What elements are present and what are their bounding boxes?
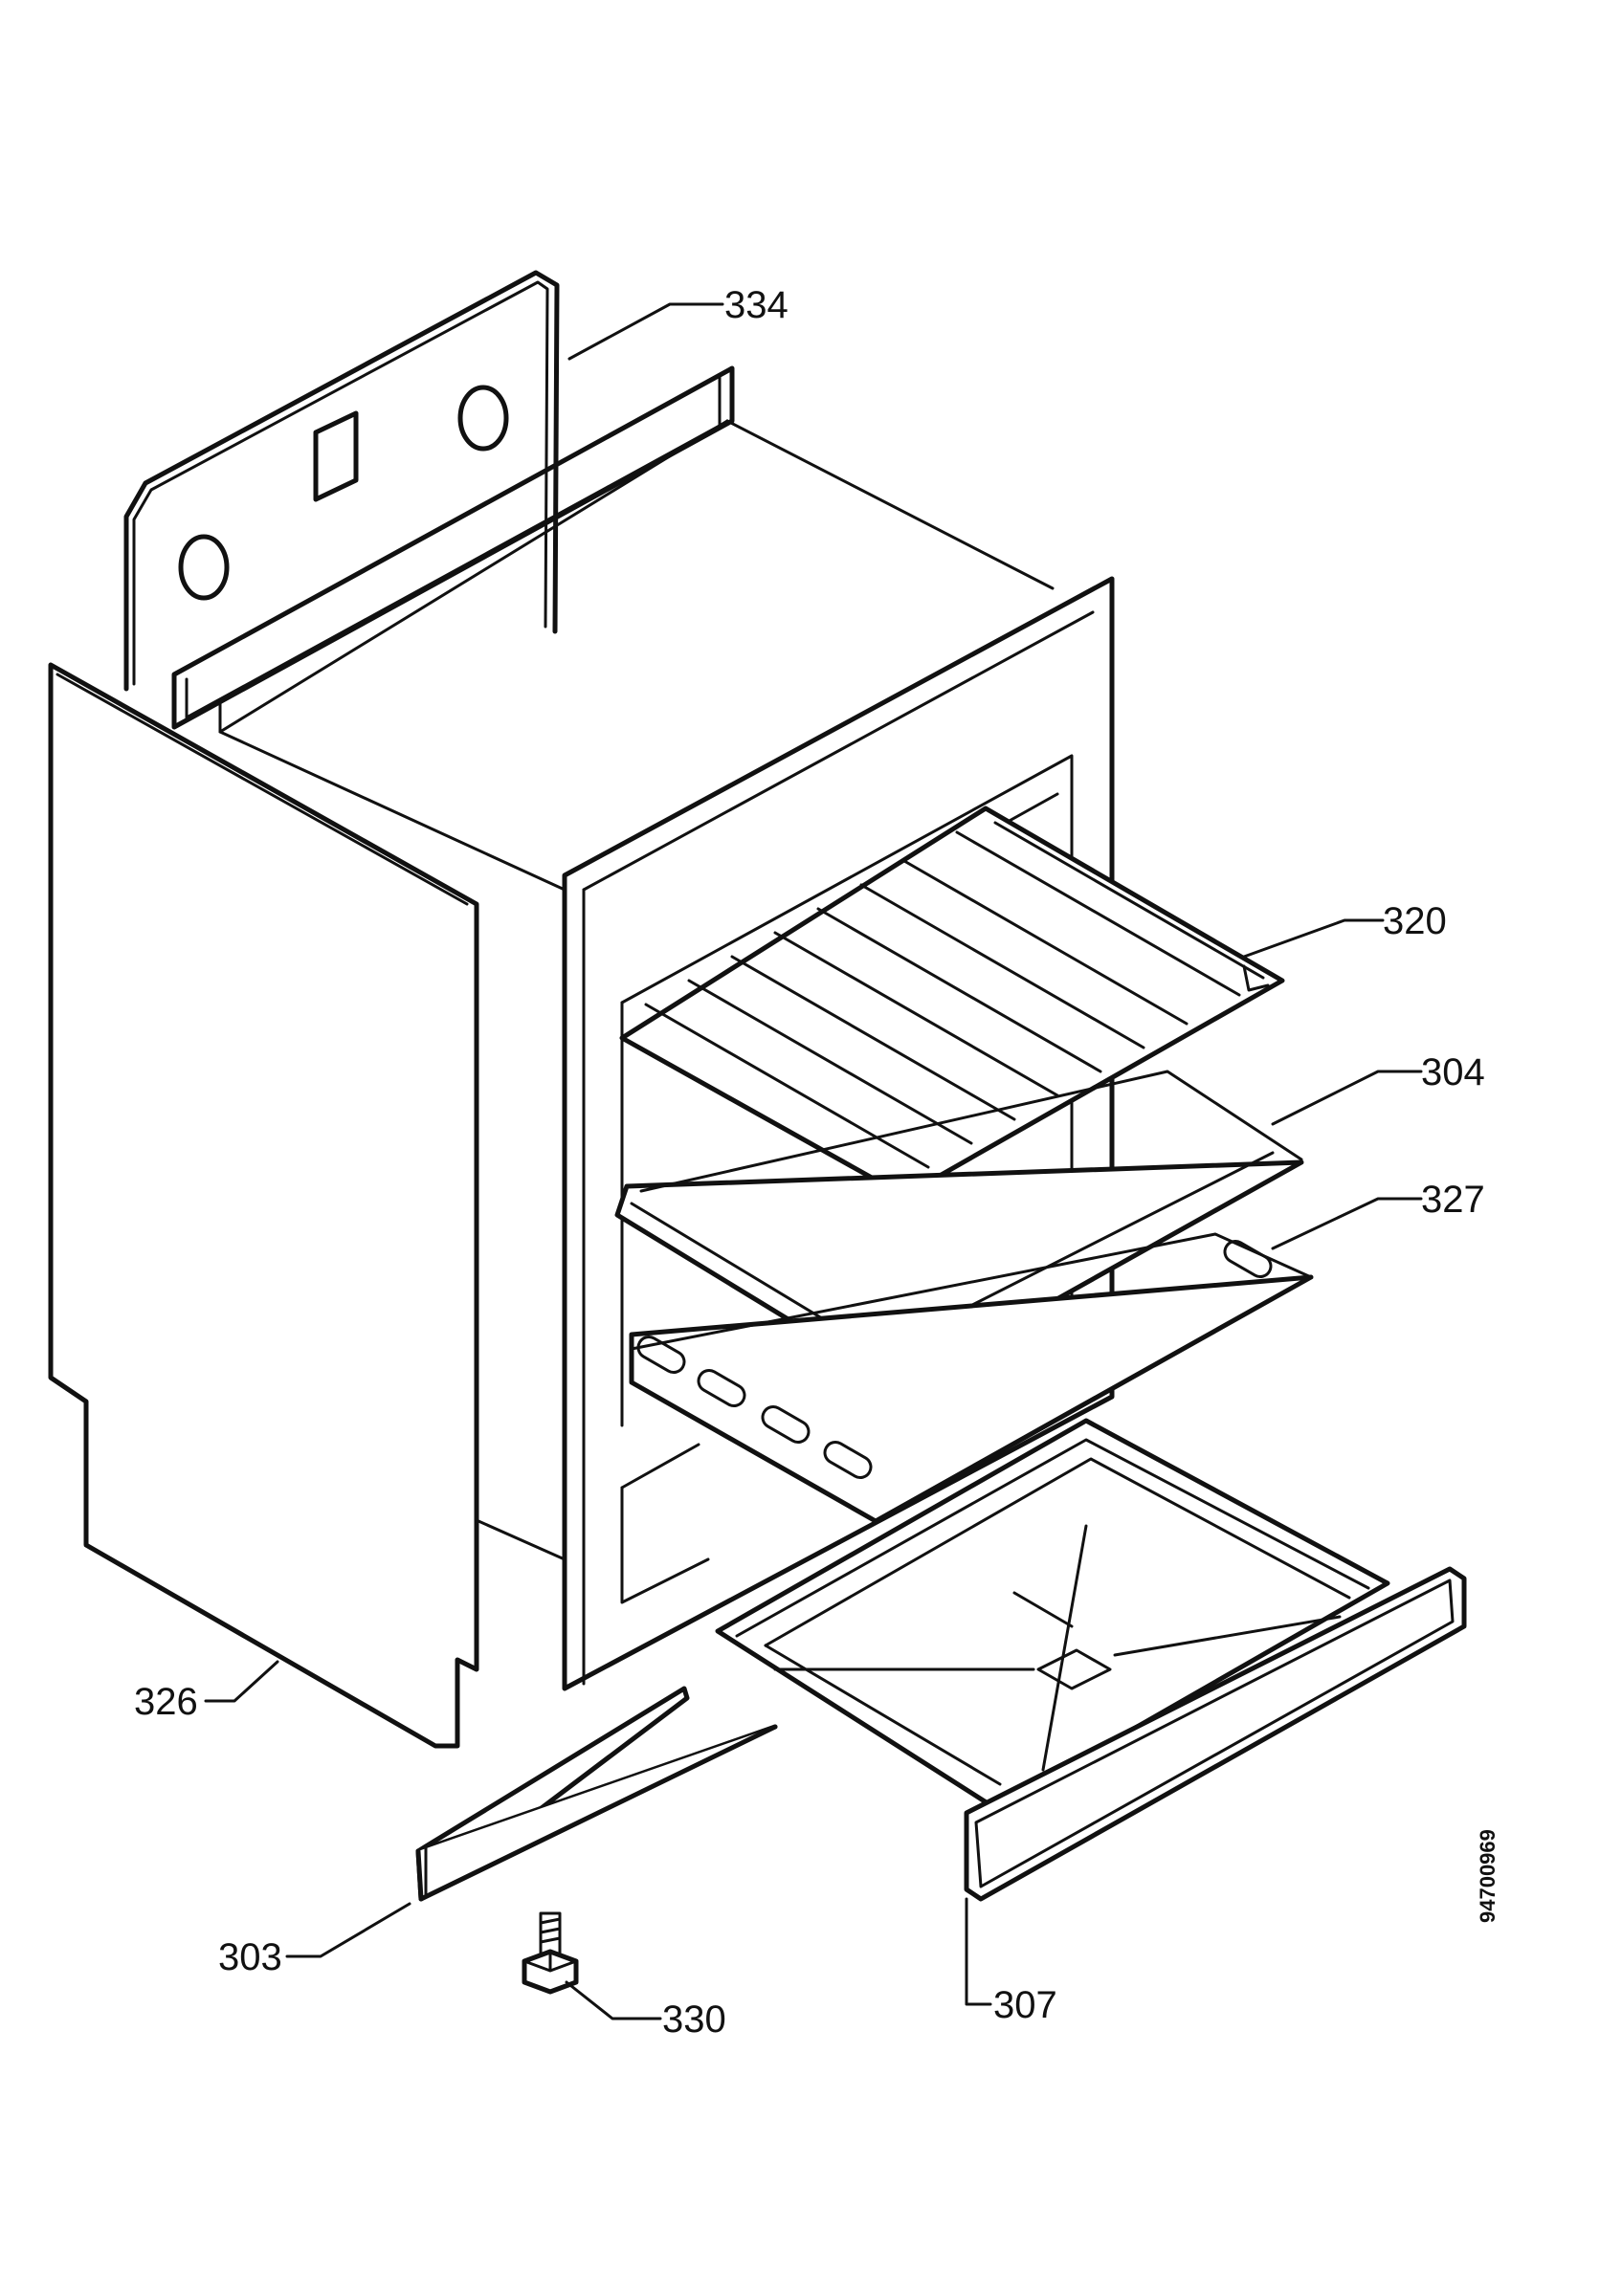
screw-330 xyxy=(522,1911,579,1995)
label-334: 334 xyxy=(724,284,789,326)
rear-panel-334 xyxy=(123,270,560,692)
label-326: 326 xyxy=(134,1681,198,1723)
label-304: 304 xyxy=(1421,1051,1485,1093)
side-panel-326 xyxy=(48,662,479,1749)
drawer-307 xyxy=(715,1418,1467,1902)
document-id: 94700969 xyxy=(1476,1829,1500,1923)
perforated-tray-327 xyxy=(629,1232,1314,1524)
part-labels: 334 320 304 327 326 303 330 307 xyxy=(134,284,1485,2041)
label-307: 307 xyxy=(993,1984,1057,2026)
label-330: 330 xyxy=(662,1998,726,2041)
strip-303 xyxy=(415,1686,778,1902)
leader-lines xyxy=(204,302,1423,2020)
label-320: 320 xyxy=(1383,900,1447,942)
oven-cavity xyxy=(218,419,1055,1561)
wire-shelf-320 xyxy=(619,806,1285,1217)
cavity-seal xyxy=(171,365,735,730)
label-327: 327 xyxy=(1421,1179,1485,1221)
label-303: 303 xyxy=(218,1936,282,1978)
